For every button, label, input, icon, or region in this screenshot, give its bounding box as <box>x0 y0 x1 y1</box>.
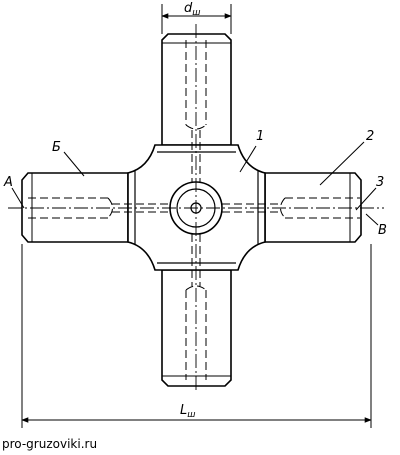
part-1-label: 1 <box>256 129 264 144</box>
watermark: pro-gruzoviki.ru <box>2 437 98 451</box>
point-v-label: В <box>378 223 387 238</box>
part-3-label: 3 <box>376 175 384 190</box>
bottom-trunnion <box>161 269 232 387</box>
point-a-label: A <box>3 175 13 190</box>
dimension-d-label: dш <box>184 1 201 18</box>
left-trunnion <box>21 172 129 243</box>
dimension-l-label: Lш <box>180 403 196 420</box>
central-body <box>127 144 266 271</box>
right-trunnion <box>264 172 362 243</box>
point-b-label: Б <box>52 140 61 155</box>
part-2-label: 2 <box>366 129 374 144</box>
top-trunnion <box>161 33 232 146</box>
